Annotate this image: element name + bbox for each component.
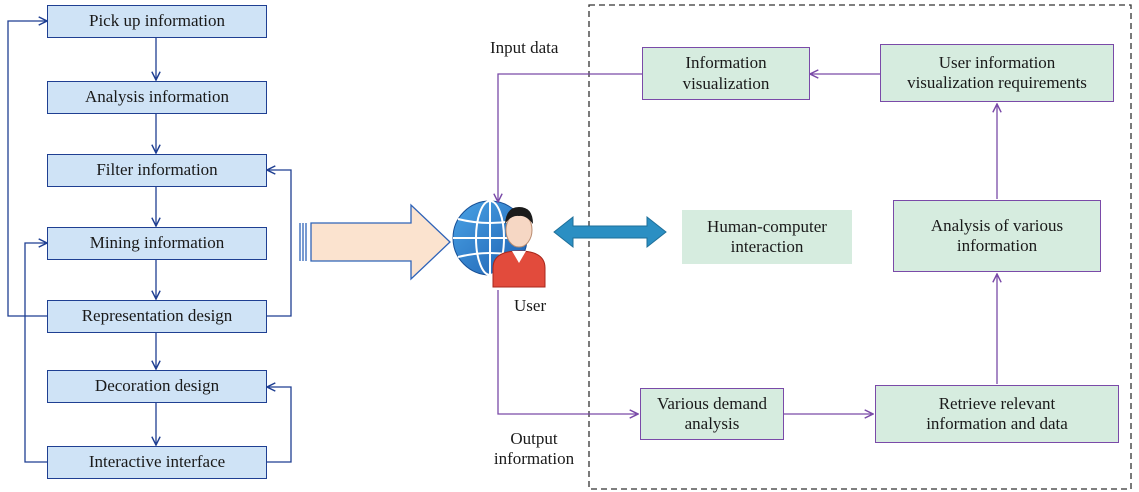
output-label-line1: Output bbox=[510, 429, 558, 448]
feedback-loop-mining bbox=[24, 243, 47, 463]
box-line2: information and data bbox=[926, 414, 1068, 433]
step-label: Representation design bbox=[81, 306, 233, 326]
step-label: Decoration design bbox=[94, 376, 220, 396]
step-representation-design: Representation design bbox=[47, 300, 267, 333]
box-line1: User information bbox=[938, 52, 1056, 72]
box-line1: Analysis of various bbox=[930, 215, 1064, 235]
output-info-arrow bbox=[497, 290, 638, 414]
step-label: Interactive interface bbox=[88, 452, 226, 472]
box-line1: Retrieve relevant bbox=[938, 393, 1056, 413]
step-filter-information: Filter information bbox=[47, 154, 267, 187]
hci-line2: interaction bbox=[730, 237, 804, 256]
retrieve-relevant-information-box: Retrieve relevant information and data bbox=[875, 385, 1119, 443]
step-label: Filter information bbox=[96, 160, 218, 180]
step-mining-information: Mining information bbox=[47, 227, 267, 260]
box-line2: visualization bbox=[682, 73, 770, 93]
input-data-arrow bbox=[498, 73, 642, 202]
box-line1: Various demand bbox=[656, 393, 767, 413]
analysis-of-various-information-box: Analysis of various information bbox=[893, 200, 1101, 272]
box-line2: analysis bbox=[684, 414, 740, 433]
step-pick-up-information: Pick up information bbox=[47, 5, 267, 38]
step-decoration-design: Decoration design bbox=[47, 370, 267, 403]
step-analysis-information: Analysis information bbox=[47, 81, 267, 114]
various-demand-analysis-box: Various demand analysis bbox=[640, 388, 784, 440]
user-label: User bbox=[514, 296, 547, 315]
system-boundary bbox=[588, 4, 1132, 490]
step-label: Analysis information bbox=[84, 87, 229, 107]
box-line2: visualization requirements bbox=[907, 73, 1087, 92]
output-information-label: Output information bbox=[480, 429, 588, 470]
step-label: Mining information bbox=[89, 233, 225, 253]
output-label-line2: information bbox=[493, 449, 575, 469]
hci-line1: Human-computer bbox=[707, 216, 827, 236]
human-computer-interaction-label: Human-computer interaction bbox=[682, 210, 852, 264]
big-arrow bbox=[299, 203, 451, 281]
user-icon bbox=[452, 200, 546, 288]
feedback-loop-filter bbox=[267, 170, 292, 317]
feedback-loop-decoration bbox=[267, 387, 292, 463]
information-visualization-box: Information visualization bbox=[642, 47, 810, 100]
box-line2: information bbox=[956, 236, 1038, 255]
feedback-loop-outer bbox=[7, 21, 47, 317]
double-arrow-icon bbox=[553, 215, 667, 249]
box-line1: Information bbox=[685, 53, 767, 73]
input-data-label: Input data bbox=[490, 38, 559, 57]
step-label: Pick up information bbox=[89, 11, 225, 31]
step-interactive-interface: Interactive interface bbox=[47, 446, 267, 479]
user-visualization-requirements-box: User information visualization requireme… bbox=[880, 44, 1114, 102]
